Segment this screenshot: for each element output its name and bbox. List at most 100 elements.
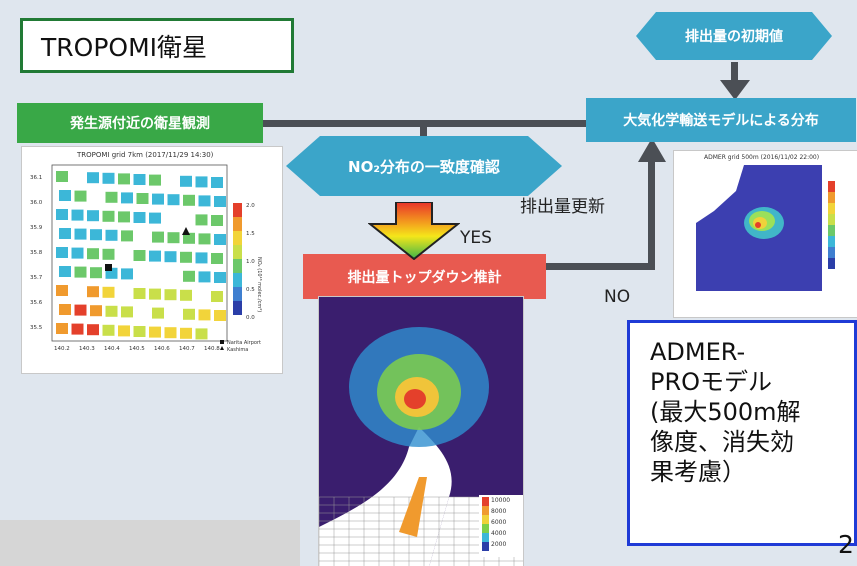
tropomi-cell bbox=[102, 286, 115, 298]
tropomi-cell bbox=[133, 288, 146, 299]
emission-core bbox=[404, 389, 426, 409]
tropomi-cell bbox=[195, 176, 208, 188]
tropomi-cell bbox=[87, 172, 99, 184]
tropomi-y-tick: 35.6 bbox=[30, 300, 43, 306]
tropomi-cell bbox=[214, 234, 226, 245]
tropomi-cell bbox=[56, 247, 68, 258]
tropomi-cell bbox=[56, 323, 68, 334]
tropomi-y-tick: 35.9 bbox=[30, 225, 43, 231]
tropomi-cell bbox=[118, 211, 130, 223]
tropomi-cell bbox=[198, 271, 211, 283]
tropomi-cell bbox=[71, 323, 84, 335]
tropomi-cell bbox=[198, 195, 211, 207]
title-box-label: TROPOMI衛星 bbox=[41, 32, 208, 62]
initial-emission-label: 排出量の初期値 bbox=[685, 29, 783, 45]
tropomi-cell bbox=[149, 174, 161, 186]
tropomi-colorbar-segment bbox=[233, 273, 242, 287]
tropomi-cell bbox=[59, 266, 71, 277]
emission-colorbar-segment bbox=[482, 515, 489, 524]
tropomi-cell bbox=[121, 230, 133, 242]
tropomi-cell bbox=[149, 288, 161, 300]
tropomi-cell bbox=[195, 214, 208, 226]
tropomi-cell bbox=[167, 194, 180, 206]
tropomi-cell bbox=[198, 309, 211, 321]
rainbow-arrow-icon bbox=[368, 202, 460, 260]
tropomi-colorbar-segment bbox=[233, 287, 242, 301]
topdown-estimate-box: 排出量トップダウン推計 bbox=[303, 254, 546, 299]
page-number: 2 bbox=[838, 530, 854, 559]
emission-airport-zone bbox=[399, 477, 427, 537]
tropomi-cell bbox=[102, 248, 115, 260]
connector-to-comparison bbox=[420, 120, 427, 138]
tropomi-cell bbox=[133, 326, 146, 337]
admer-line-5: 果考慮） bbox=[650, 458, 746, 486]
tropomi-cell bbox=[211, 215, 223, 226]
tropomi-cell bbox=[59, 228, 71, 239]
tropomi-cell bbox=[152, 307, 164, 319]
admer-line-4: 像度、消失効 bbox=[650, 428, 794, 456]
tropomi-cell bbox=[214, 272, 226, 283]
tropomi-cell bbox=[74, 190, 87, 202]
arrow-up-icon bbox=[638, 138, 666, 162]
tropomi-y-tick: 35.8 bbox=[30, 250, 43, 256]
tropomi-colorbar-segment bbox=[233, 259, 242, 273]
tropomi-cell bbox=[164, 289, 177, 301]
tropomi-colorbar-tick: 0.5 bbox=[246, 287, 255, 293]
tropomi-map-title: TROPOMI grid 7km (2017/11/29 14:30) bbox=[77, 151, 214, 159]
tropomi-colorbar-label: NO₂ (10¹⁶ molec./cm²) bbox=[256, 257, 262, 312]
tropomi-cell bbox=[90, 267, 102, 279]
emission-colorbar-tick: 8000 bbox=[491, 508, 506, 515]
tropomi-cell bbox=[105, 305, 118, 317]
tropomi-cell bbox=[183, 308, 195, 320]
initial-emission-hexagon: 排出量の初期値 bbox=[636, 12, 832, 60]
kashima-legend-marker bbox=[220, 346, 224, 350]
satellite-observation-box: 発生源付近の衛星観測 bbox=[17, 103, 263, 143]
tropomi-x-tick: 140.4 bbox=[104, 346, 120, 352]
tropomi-cell bbox=[211, 177, 223, 188]
admer-colorbar-segment bbox=[828, 247, 835, 258]
admer-description-box: ADMER- PROモデル (最大500m解 像度、消失効 果考慮） bbox=[627, 320, 857, 546]
tropomi-cell bbox=[180, 327, 192, 339]
tropomi-x-tick: 140.2 bbox=[54, 346, 70, 352]
admer-colorbar-segment bbox=[828, 203, 835, 214]
admer-colorbar-segment bbox=[828, 225, 835, 236]
tropomi-cell bbox=[121, 306, 133, 318]
tropomi-x-tick: 140.8 bbox=[204, 346, 220, 352]
admer-map-title: ADMER grid 500m (2016/11/02 22:00) bbox=[704, 154, 820, 161]
admer-colorbar-segment bbox=[828, 214, 835, 225]
tropomi-cell bbox=[136, 193, 149, 204]
tropomi-cell bbox=[102, 172, 115, 184]
tropomi-cell bbox=[74, 228, 87, 240]
topdown-estimate-label: 排出量トップダウン推計 bbox=[347, 269, 502, 286]
tropomi-colorbar-segment bbox=[233, 203, 242, 217]
tropomi-cell bbox=[74, 304, 87, 316]
kashima-marker bbox=[182, 227, 190, 235]
admer-line-1: ADMER- bbox=[650, 338, 746, 366]
narita-marker bbox=[105, 264, 112, 271]
comparison-diamond: NO₂分布の一致度確認 bbox=[286, 136, 562, 196]
emission-colorbar-tick: 6000 bbox=[491, 519, 506, 526]
admer-colorbar-segment bbox=[828, 181, 835, 192]
admer-colorbar-segment bbox=[828, 258, 835, 269]
tropomi-y-tick: 36.1 bbox=[30, 175, 42, 181]
tropomi-colorbar-segment bbox=[233, 231, 242, 245]
emission-colorbar-segment bbox=[482, 506, 489, 515]
connector-no bbox=[545, 263, 653, 270]
tropomi-cell bbox=[59, 190, 71, 201]
tropomi-cell bbox=[164, 251, 177, 263]
tropomi-cell bbox=[87, 210, 99, 222]
admer-colorbar-segment bbox=[828, 236, 835, 247]
narita-legend-label: Narita Airport bbox=[227, 340, 261, 346]
emission-colorbar-segment bbox=[482, 533, 489, 542]
tropomi-cell bbox=[133, 174, 146, 185]
tropomi-cell bbox=[121, 192, 133, 204]
tropomi-cell bbox=[105, 191, 118, 203]
tropomi-colorbar-tick: 1.5 bbox=[246, 231, 255, 237]
tropomi-x-tick: 140.7 bbox=[179, 346, 195, 352]
tropomi-cell bbox=[87, 286, 99, 298]
tropomi-colorbar-segment bbox=[233, 301, 242, 315]
tropomi-cell bbox=[180, 251, 192, 263]
